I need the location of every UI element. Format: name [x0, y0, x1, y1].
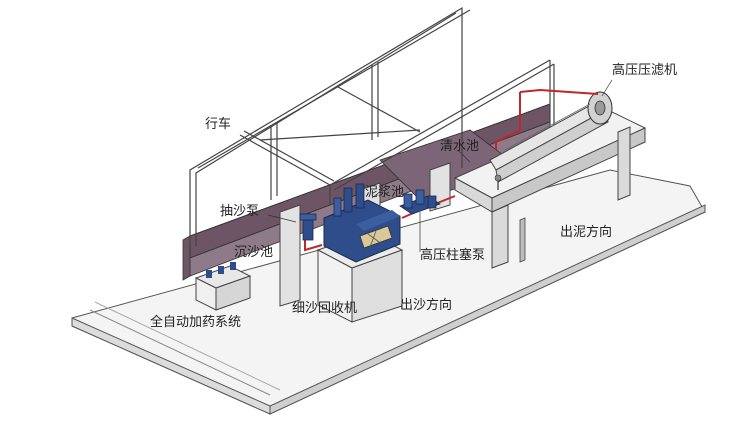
crane-frame — [189, 6, 555, 246]
label-settling-pool: 沉沙池 — [234, 245, 274, 260]
plunger-pump — [399, 189, 441, 215]
dosing-system — [194, 262, 252, 311]
label-plunger-pump: 高压柱塞泵 — [420, 248, 486, 263]
label-dosing-system: 全自动加药系统 — [150, 315, 242, 330]
label-crane: 行车 — [205, 117, 232, 132]
press-filter-machine — [453, 91, 647, 269]
label-press-filter: 高压压滤机 — [612, 63, 678, 78]
label-fine-sand-machine: 细沙回收机 — [292, 301, 358, 316]
label-mud-pool: 泥浆池 — [365, 185, 405, 200]
label-mud-direction: 出泥方向 — [560, 225, 613, 240]
label-sand-direction: 出沙方向 — [400, 298, 453, 313]
fine-sand-machine — [316, 183, 404, 323]
label-sand-pump: 抽沙泵 — [220, 204, 260, 219]
label-clear-pool: 清水池 — [440, 139, 480, 154]
sand-pump — [299, 213, 317, 241]
leader-lines — [267, 79, 613, 252]
